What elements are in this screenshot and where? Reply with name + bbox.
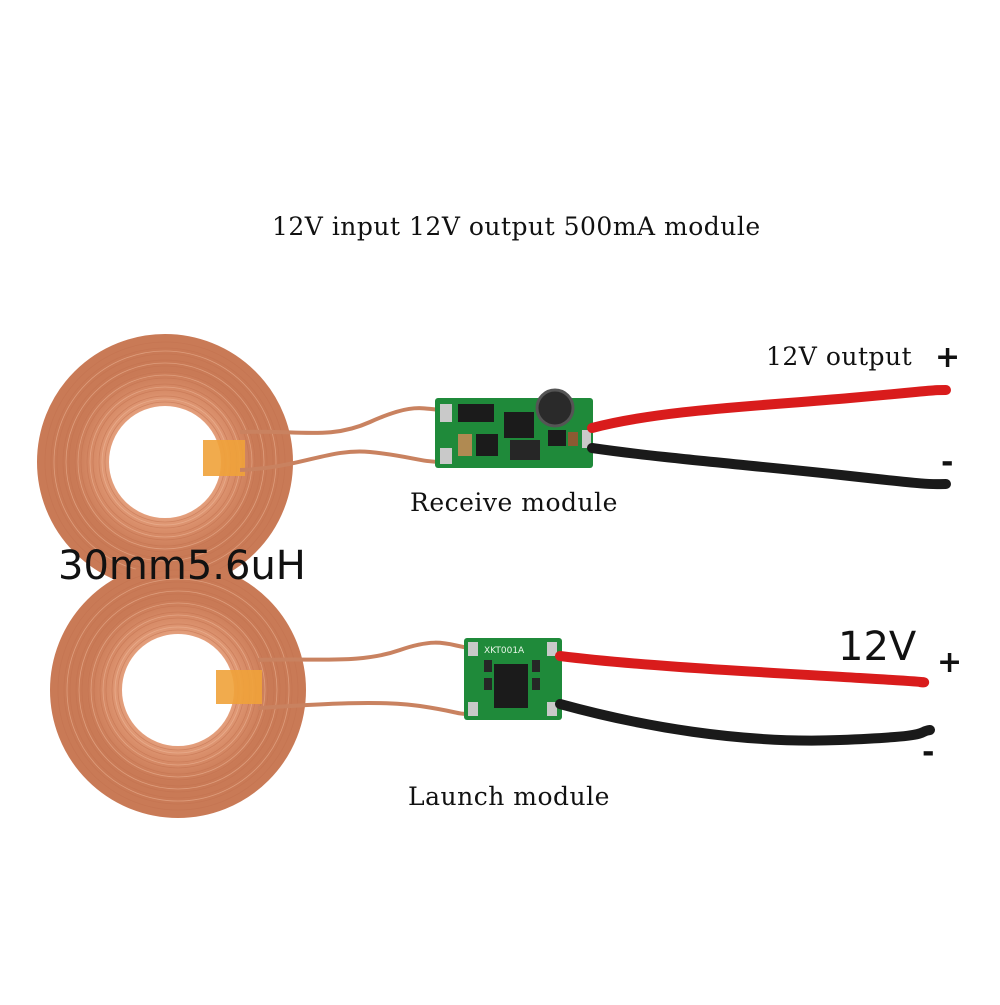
launch-module-label: Launch module — [408, 782, 610, 811]
coil-tape — [203, 440, 245, 476]
receive-minus-sign: - — [941, 445, 954, 480]
receive-output-label: 12V output — [766, 342, 913, 371]
coil-tape — [216, 670, 262, 704]
inductor — [535, 388, 575, 428]
launch-coil-leads — [257, 640, 471, 716]
receive-module-label: Receive module — [410, 488, 618, 517]
receive-coil-leads — [239, 406, 443, 472]
launch-coil — [50, 562, 306, 818]
receive-coil — [37, 334, 293, 590]
receive-module-board — [435, 388, 593, 468]
receive-plus-sign: + — [935, 340, 961, 375]
launch-voltage-label: 12V — [838, 624, 917, 670]
receive-red-wire — [587, 385, 951, 433]
launch-plus-sign: + — [937, 645, 963, 680]
launch-module-board: XKT001A — [464, 638, 562, 720]
page-title: 12V input 12V output 500mA module — [272, 212, 761, 241]
launch-minus-sign: - — [922, 735, 935, 770]
receive-black-wire — [587, 443, 951, 490]
launch-red-wire — [555, 651, 930, 688]
launch-black-wire — [555, 699, 935, 746]
board-marking: XKT001A — [484, 646, 525, 656]
coil-spec-label: 30mm5.6uH — [58, 543, 306, 589]
